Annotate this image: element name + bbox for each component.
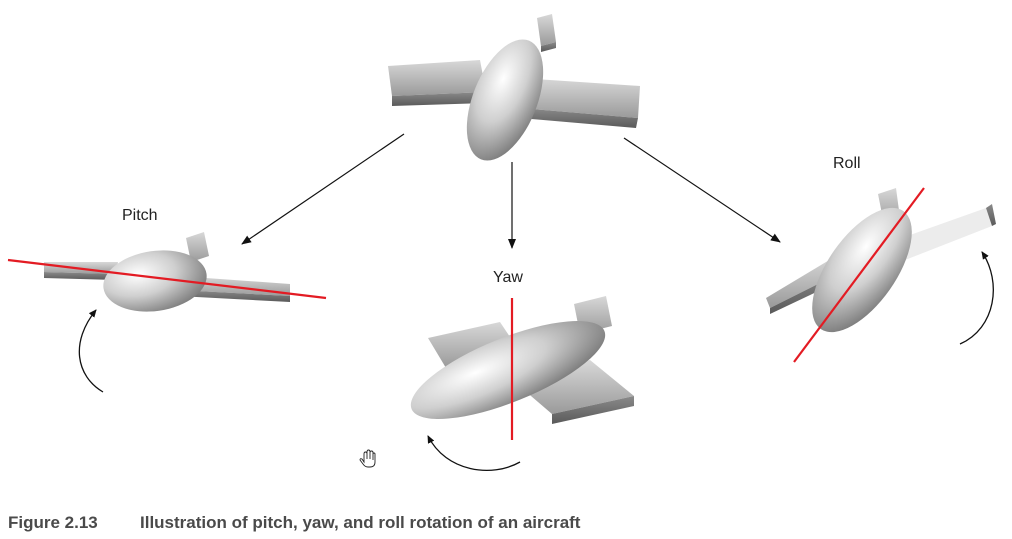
roll-label: Roll — [833, 155, 861, 172]
yaw-label: Yaw — [493, 269, 523, 286]
aircraft-yaw — [410, 296, 634, 424]
yaw-rotation-arrow — [427, 435, 521, 471]
pitch-rotation-arrow — [78, 309, 104, 393]
arrow-to-pitch — [241, 133, 405, 245]
pitch-label: Pitch — [122, 207, 158, 224]
pitch-axis — [7, 258, 327, 300]
aircraft-pitch — [44, 232, 290, 312]
figure-caption: Figure 2.13 Illustration of pitch, yaw, … — [8, 513, 581, 532]
aircraft-top — [388, 14, 640, 161]
caption-text: Illustration of pitch, yaw, and roll rot… — [140, 513, 581, 532]
roll-rotation-arrow — [959, 251, 994, 345]
figure-number: Figure 2.13 — [8, 513, 98, 532]
hand-cursor-icon — [359, 449, 376, 468]
arrow-to-roll — [623, 137, 781, 243]
transition-arrows — [241, 133, 781, 249]
aircraft-roll — [766, 188, 996, 333]
roll-axis — [793, 187, 925, 363]
